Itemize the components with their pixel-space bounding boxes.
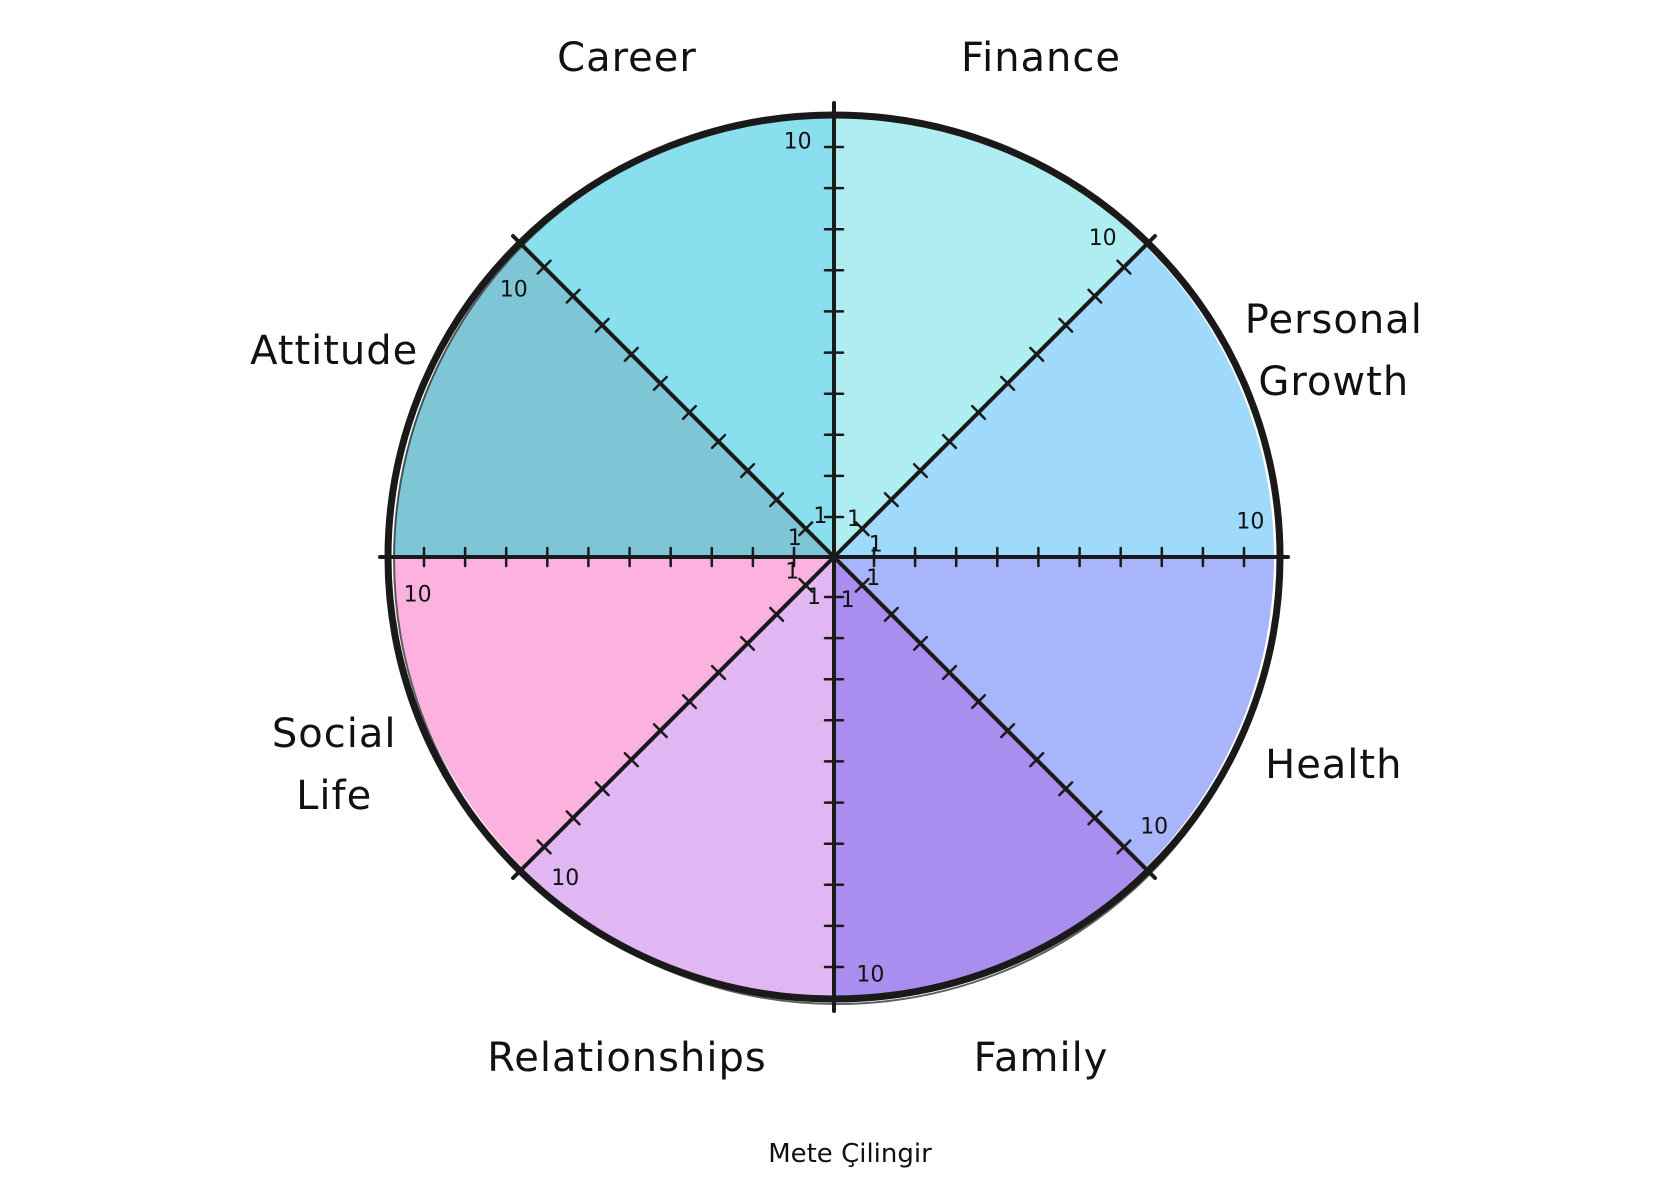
label-social-life: Social (272, 711, 397, 757)
tick-personal-growth (1000, 375, 1016, 391)
scale-max-label: 10 (500, 277, 528, 302)
tick-career (798, 521, 814, 537)
scale-max-label: 10 (1089, 226, 1117, 251)
tick-personal-growth (1087, 288, 1103, 304)
label-personal-growth: Growth (1258, 359, 1409, 405)
tick-family (1116, 839, 1132, 855)
segment-social-life (394, 557, 834, 869)
scale-min-label: 1 (847, 507, 861, 532)
segment-finance (834, 117, 1146, 557)
label-social-life: Life (296, 773, 372, 819)
scale-max-label: 10 (551, 866, 579, 891)
tick-family (854, 577, 870, 593)
scale-min-label: 1 (841, 588, 855, 613)
tick-personal-growth (854, 521, 870, 537)
scale-min-label: 1 (869, 532, 883, 557)
tick-personal-growth (912, 462, 929, 479)
tick-social-life (798, 577, 814, 593)
tick-social-life (652, 723, 668, 739)
tick-social-life (623, 752, 639, 768)
tick-career (710, 433, 727, 450)
label-career: Career (557, 35, 697, 81)
tick-social-life (594, 781, 610, 797)
segment-attitude (394, 245, 834, 557)
spoke-career (511, 234, 836, 559)
tick-social-life (739, 635, 756, 652)
tick-career (594, 317, 610, 333)
scale-min-label: 1 (788, 526, 802, 551)
label-attitude: Attitude (250, 328, 418, 374)
scale-max-label: 10 (404, 582, 432, 607)
tick-social-life (710, 664, 727, 681)
tick-personal-growth (1116, 259, 1132, 275)
scale-min-label: 1 (813, 504, 827, 529)
segment-relationships (522, 557, 834, 997)
tick-social-life (769, 606, 785, 622)
tick-family (1087, 810, 1103, 826)
scale-min-label: 1 (807, 585, 821, 610)
label-finance: Finance (961, 35, 1121, 81)
tick-personal-growth (970, 404, 987, 421)
tick-personal-growth (1058, 317, 1074, 333)
tick-social-life (681, 693, 698, 710)
tick-career (739, 462, 756, 479)
segment-career (522, 117, 834, 557)
tick-career (681, 404, 698, 421)
spoke-personal-growth (832, 234, 1157, 559)
tick-family (941, 664, 958, 681)
tick-family (970, 693, 987, 710)
tick-career (565, 288, 581, 304)
tick-personal-growth (883, 492, 899, 508)
tick-social-life (565, 810, 581, 826)
author-credit: Mete Çilingir (768, 1139, 932, 1169)
scale-min-label: 1 (785, 560, 799, 585)
tick-career (769, 492, 785, 508)
segment-fills (394, 117, 1274, 997)
scale-min-label: 1 (866, 566, 880, 591)
tick-family (912, 635, 929, 652)
wheel-spokes (378, 101, 1290, 1013)
label-family: Family (974, 1035, 1109, 1081)
tick-personal-growth (1029, 346, 1045, 362)
tick-career (623, 346, 639, 362)
scale-max-label: 10 (784, 130, 812, 155)
label-relationships: Relationships (487, 1035, 766, 1081)
tick-personal-growth (941, 433, 958, 450)
tick-career (536, 259, 552, 275)
spoke-family (832, 555, 1157, 880)
label-health: Health (1265, 742, 1402, 788)
segment-health (834, 557, 1274, 869)
segment-personal-growth (834, 245, 1274, 557)
spoke-social-life (511, 555, 836, 880)
tick-family (1000, 723, 1016, 739)
tick-career (652, 375, 668, 391)
tick-social-life (536, 839, 552, 855)
tick-family (1029, 752, 1045, 768)
scale-max-label: 10 (856, 962, 884, 987)
scale-max-label: 10 (1140, 815, 1168, 840)
wheel-labels: 1 10 1 10 1 10 1 10 1 10 1 10 1 10 1 10 FinancePersonalG… (250, 35, 1423, 1081)
tick-family (1058, 781, 1074, 797)
scale-max-label: 10 (1236, 510, 1264, 535)
tick-family (883, 606, 899, 622)
label-personal-growth: Personal (1245, 297, 1423, 343)
segment-family (834, 557, 1146, 997)
